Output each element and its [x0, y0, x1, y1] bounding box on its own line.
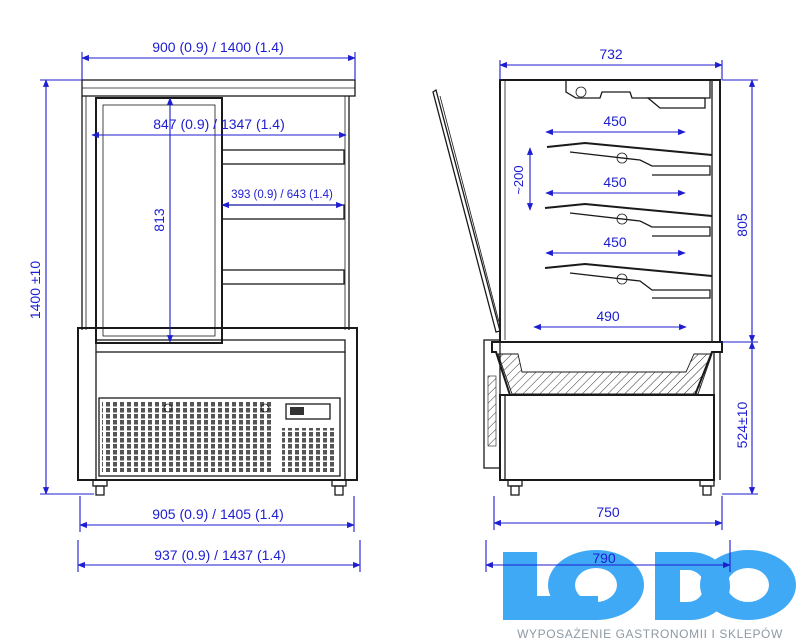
dim-side-shelf-1: 450 [603, 113, 627, 129]
dim-side-depth-top: 732 [599, 46, 623, 62]
front-base-cabinet [77, 327, 358, 481]
side-left-panel [483, 339, 501, 469]
dim-front-glass-height: 813 [151, 208, 167, 232]
side-well-insulation [497, 353, 713, 395]
dim-front-width-total: 937 (0.9) / 1437 (1.4) [154, 547, 286, 563]
dim-side-base-height: 524±10 [734, 401, 750, 448]
front-dimensions: 900 (0.9) / 1400 (1.4) 847 (0.9) / 1347 … [27, 39, 361, 572]
side-shelf-3 [544, 262, 713, 299]
front-glass-frame [95, 97, 223, 344]
front-right-vent [282, 428, 334, 472]
front-deck [95, 339, 346, 353]
dim-front-width-top: 900 (0.9) / 1400 (1.4) [152, 39, 284, 55]
dim-front-shelf-depth: 393 (0.9) / 643 (1.4) [231, 189, 333, 201]
dim-side-shelf-gap: ~200 [511, 165, 526, 194]
dim-side-depth-base: 750 [596, 504, 620, 520]
dim-side-shelf-3: 450 [603, 234, 627, 250]
side-view [432, 79, 723, 496]
front-shelves [221, 149, 345, 285]
side-shelf-1 [546, 141, 713, 176]
dim-front-width-inner: 847 (0.9) / 1347 (1.4) [153, 116, 285, 132]
dim-front-width-base: 905 (0.9) / 1405 (1.4) [152, 506, 284, 522]
lodo-logo: WYPOSAŻENIE GASTRONOMII I SKLEPÓW [503, 550, 796, 641]
dim-front-total-height: 1400 ±10 [27, 261, 43, 320]
front-compressor-panel [98, 397, 341, 477]
logo-mark [503, 550, 796, 620]
dim-side-upper-height: 805 [734, 213, 750, 237]
logo-letter-o2 [700, 550, 796, 620]
side-shelf-2 [544, 202, 713, 237]
side-dimensions: 732 450 450 450 ~200 805 490 524±10 750 … [485, 46, 758, 572]
dim-side-depth-total: 790 [592, 550, 616, 566]
front-view [77, 79, 358, 496]
dim-side-shelf-2: 450 [603, 174, 627, 190]
front-vent-grille [102, 402, 274, 472]
side-open-lid [432, 88, 501, 333]
side-shelves [544, 141, 713, 299]
dim-side-base-shelf: 490 [596, 308, 620, 324]
front-controller [285, 403, 331, 420]
side-top-light [565, 80, 711, 99]
logo-tagline: WYPOSAŻENIE GASTRONOMII I SKLEPÓW [517, 626, 783, 641]
side-lower-cabinet [499, 394, 715, 481]
